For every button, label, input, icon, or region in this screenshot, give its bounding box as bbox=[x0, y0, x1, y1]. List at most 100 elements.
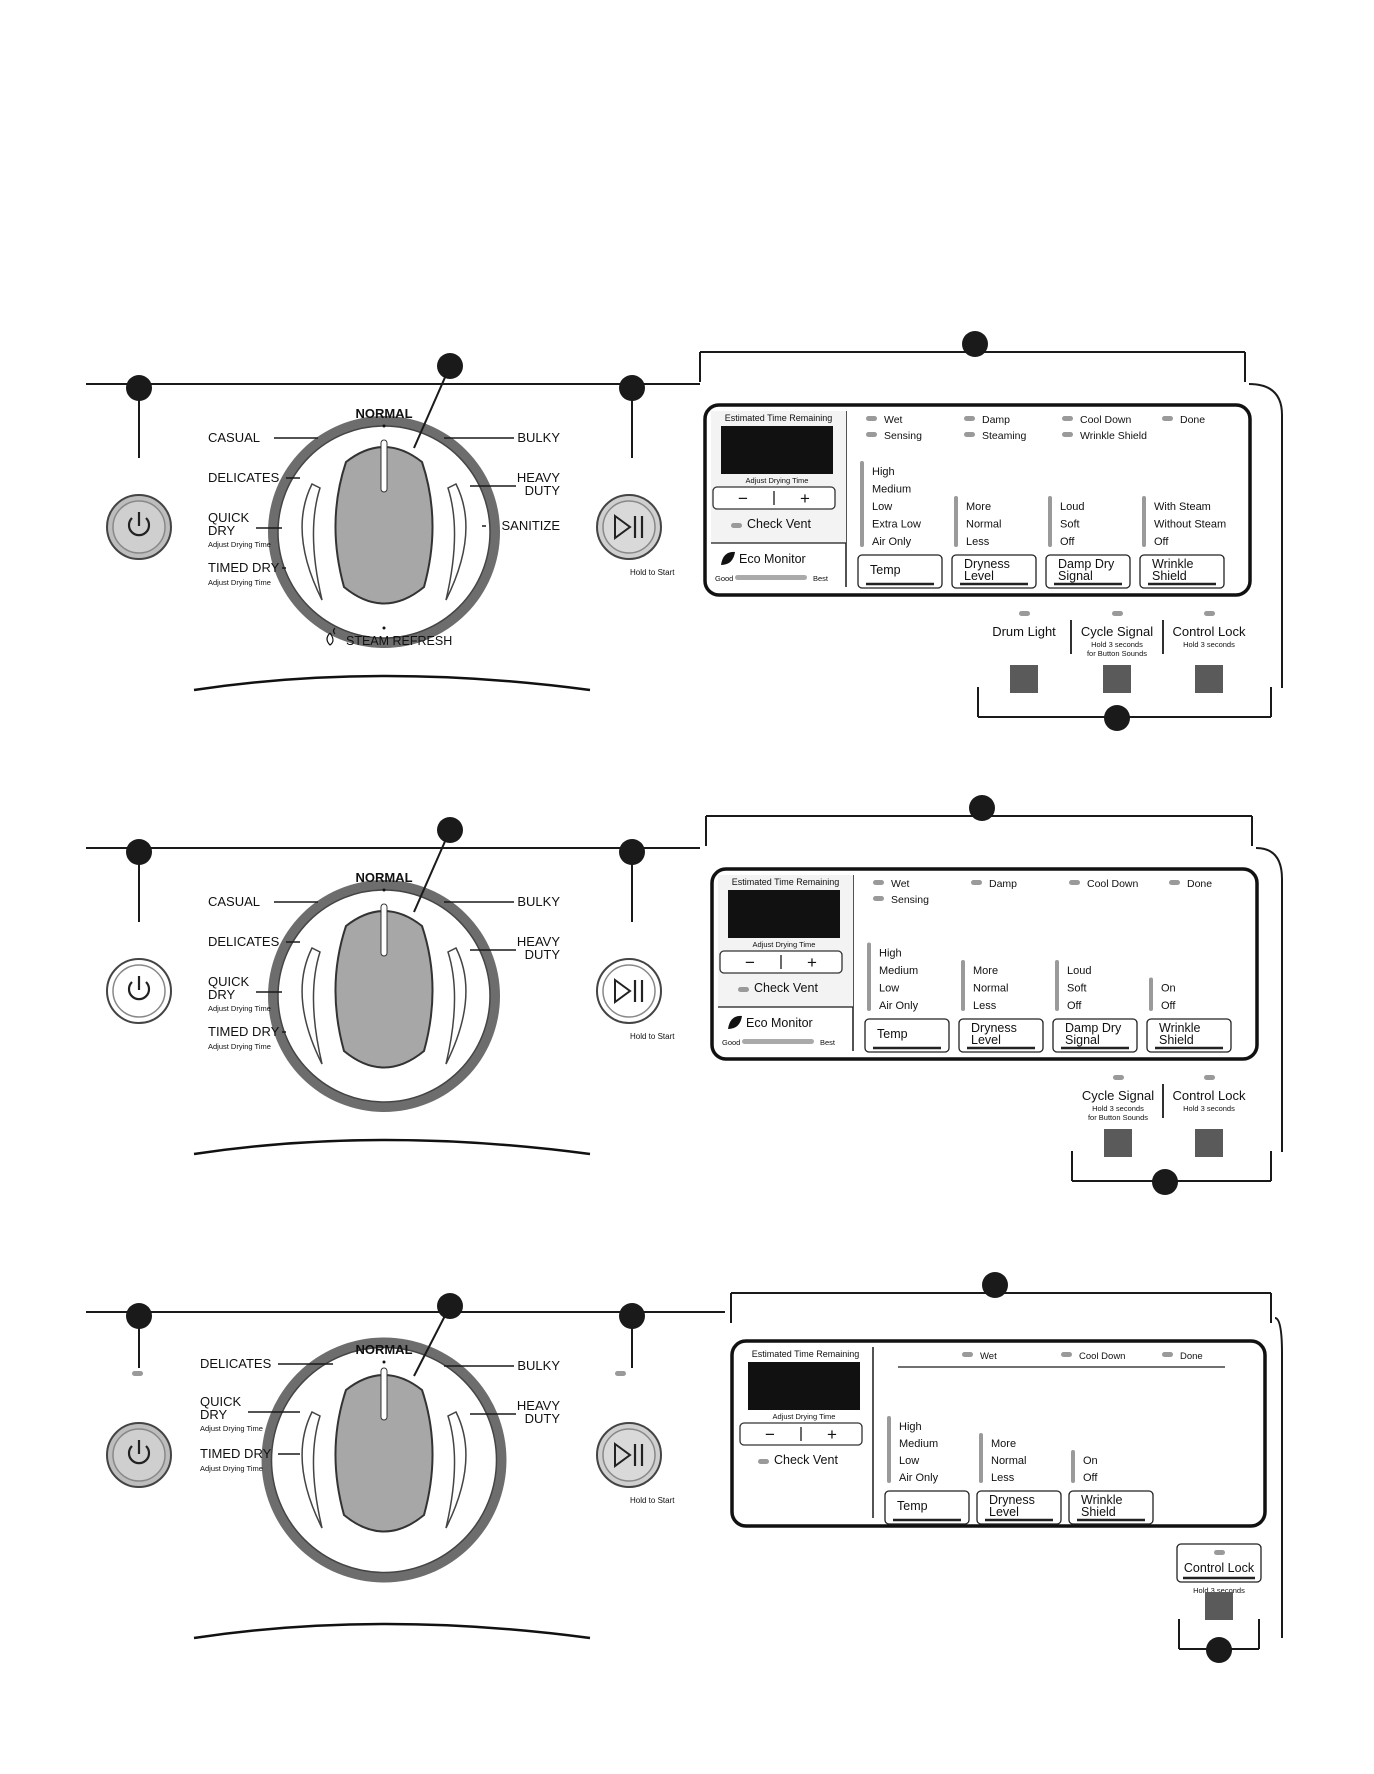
option-label: Without Steam bbox=[1154, 519, 1226, 531]
option-button-frame[interactable] bbox=[958, 1018, 1044, 1053]
option-button-frame[interactable] bbox=[1068, 1490, 1154, 1525]
aux-square-button[interactable] bbox=[1195, 1129, 1223, 1157]
dial-option-left-2[interactable]: DELICATES bbox=[208, 934, 300, 949]
aux-square-button[interactable] bbox=[1010, 665, 1038, 693]
status-label: Steaming bbox=[982, 430, 1027, 442]
option-button-frame[interactable] bbox=[1045, 554, 1131, 589]
start-pause-button[interactable]: Hold to Start bbox=[596, 839, 675, 1041]
option-button-label: Damp Dry bbox=[1065, 1021, 1122, 1035]
adjust-drying-label: Adjust Drying Time bbox=[773, 1412, 836, 1421]
dial-option-bottom[interactable]: STEAM REFRESH bbox=[326, 626, 452, 649]
dial-option-right-1[interactable]: BULKY bbox=[444, 430, 560, 445]
start-pause-button[interactable]: Hold to Start bbox=[596, 1303, 675, 1505]
option-label: High bbox=[899, 1421, 922, 1433]
status-label: Wet bbox=[891, 878, 910, 890]
dial-option-right-3[interactable]: SANITIZE bbox=[482, 518, 560, 533]
aux-square-button[interactable] bbox=[1195, 665, 1223, 693]
time-adjust-buttons[interactable]: −+ bbox=[739, 1422, 863, 1446]
power-icon-arc bbox=[127, 1445, 151, 1465]
option-button-label: Shield bbox=[1081, 1505, 1116, 1519]
eco-meter bbox=[735, 575, 807, 580]
option-button-temp[interactable]: Temp bbox=[864, 1018, 950, 1053]
dial-option-right-1[interactable]: BULKY bbox=[444, 894, 560, 909]
power-button-inner[interactable] bbox=[112, 964, 166, 1018]
time-minus-button: − bbox=[765, 1425, 775, 1444]
option-button-frame[interactable] bbox=[857, 554, 943, 589]
adjust-drying-label: Adjust Drying Time bbox=[753, 940, 816, 949]
aux-square-button[interactable] bbox=[1104, 1129, 1132, 1157]
power-button-inner[interactable] bbox=[112, 1428, 166, 1482]
option-label: Off bbox=[1060, 536, 1075, 548]
time-adjust-buttons[interactable]: −+ bbox=[719, 950, 843, 974]
dial-option-left-1[interactable]: CASUAL bbox=[208, 894, 318, 909]
aux-square-button[interactable] bbox=[1205, 1592, 1233, 1620]
time-adjust-buttons[interactable]: −+ bbox=[712, 486, 836, 510]
power-button-inner[interactable] bbox=[112, 500, 166, 554]
option-button-frame[interactable] bbox=[1052, 1018, 1138, 1053]
option-button-temp[interactable]: Temp bbox=[884, 1490, 970, 1525]
dial-knob[interactable] bbox=[334, 910, 434, 1069]
dial-option-left-2[interactable]: DELICATES bbox=[208, 470, 300, 485]
start-hint: Hold to Start bbox=[630, 1496, 675, 1505]
time-minus-button: − bbox=[745, 953, 755, 972]
option-button-frame[interactable] bbox=[951, 554, 1037, 589]
start-pause-button[interactable]: Hold to Start bbox=[596, 375, 675, 577]
power-button[interactable] bbox=[106, 839, 172, 1024]
eco-best-label: Best bbox=[813, 574, 829, 583]
status-led bbox=[1162, 1352, 1173, 1357]
callout-dot bbox=[1206, 1637, 1232, 1663]
dial-knob[interactable] bbox=[334, 446, 434, 605]
aux-square-button[interactable] bbox=[1103, 665, 1131, 693]
dial-option-label: DELICATES bbox=[208, 470, 280, 485]
option-button-frame[interactable] bbox=[884, 1490, 970, 1525]
option-button-frame[interactable] bbox=[1139, 554, 1225, 589]
option-button-frame[interactable] bbox=[1146, 1018, 1232, 1053]
dial-option-left-1[interactable]: CASUAL bbox=[208, 430, 318, 445]
dial-option-right-1[interactable]: BULKY bbox=[444, 1358, 560, 1373]
start-hint: Hold to Start bbox=[630, 568, 675, 577]
option-button-frame[interactable] bbox=[976, 1490, 1062, 1525]
aux-button-frame[interactable] bbox=[1176, 1543, 1262, 1583]
dial-top-dot bbox=[382, 888, 386, 892]
dial-top-dot bbox=[382, 1360, 386, 1364]
power-button[interactable] bbox=[106, 375, 172, 560]
option-level-led bbox=[1149, 977, 1153, 1011]
option-button-temp[interactable]: Temp bbox=[857, 554, 943, 589]
aux-bracket bbox=[1071, 1151, 1272, 1195]
time-display bbox=[728, 890, 840, 938]
option-button-frame[interactable] bbox=[864, 1018, 950, 1053]
dial-option-label: DELICATES bbox=[200, 1356, 272, 1371]
aux-drum-light[interactable]: Drum Light bbox=[992, 611, 1056, 693]
status-label: Sensing bbox=[891, 894, 929, 906]
dial-option-left-1[interactable]: DELICATES bbox=[200, 1356, 333, 1371]
power-button[interactable] bbox=[106, 1303, 172, 1488]
dial-knob[interactable] bbox=[334, 1374, 434, 1533]
